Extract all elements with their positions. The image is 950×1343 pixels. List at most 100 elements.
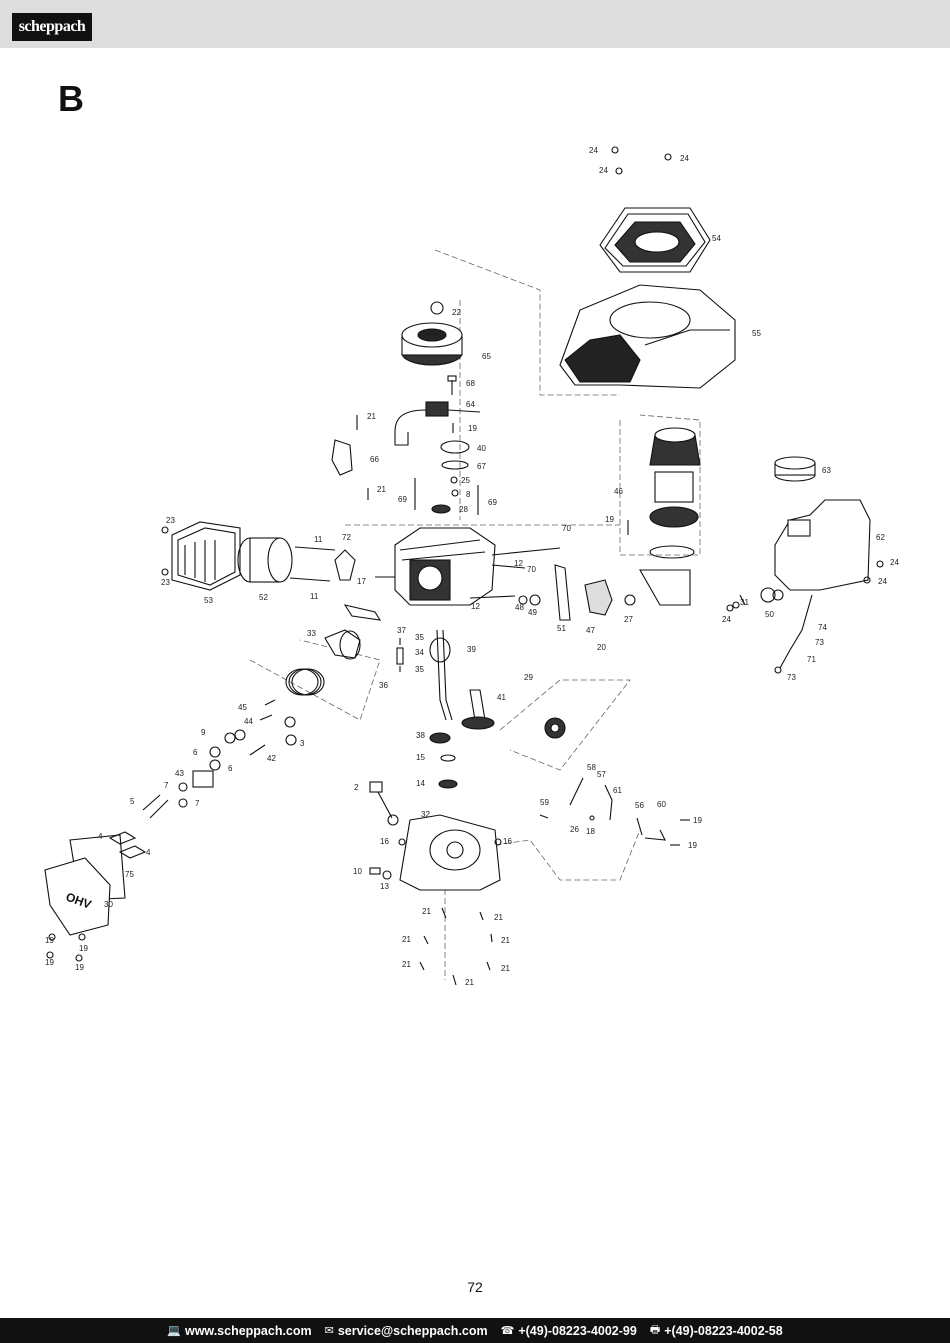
part-number-label: 16	[380, 837, 389, 846]
part-number-label: 31	[740, 598, 749, 607]
crankcase-cover	[399, 814, 501, 891]
part-number-label: 21	[501, 936, 510, 945]
part-number-label: 38	[416, 731, 425, 740]
part-number-label: 63	[822, 466, 831, 475]
footer-fax: 🖶 +(49)-08223-4002-58	[650, 1321, 783, 1340]
part-number-label: 21	[422, 907, 431, 916]
part-number-label: 26	[570, 825, 579, 834]
part-number-label: 66	[370, 455, 379, 464]
recoil-starter	[599, 207, 711, 273]
part-number-label: 50	[765, 610, 774, 619]
air-filter	[649, 427, 701, 559]
part-number-label: 24	[589, 146, 598, 155]
part-number-label: 52	[259, 593, 268, 602]
part-number-label: 35	[415, 633, 424, 642]
part-number-label: 24	[878, 577, 887, 586]
part-number-label: 14	[416, 779, 425, 788]
part-number-label: 10	[353, 867, 362, 876]
valve-cover: OHV	[44, 857, 111, 936]
part-number-label: 36	[379, 681, 388, 690]
part-number-label: 71	[807, 655, 816, 664]
part-number-label: 19	[693, 816, 702, 825]
part-number-label: 11	[310, 592, 319, 601]
part-number-label: 60	[657, 800, 666, 809]
part-number-label: 19	[688, 841, 697, 850]
part-number-label: 48	[515, 603, 524, 612]
phone-text: +(49)-08223-4002-99	[518, 1323, 637, 1338]
part-number-label: 46	[614, 487, 623, 496]
part-number-label: 73	[815, 638, 824, 647]
part-number-label: 7	[195, 799, 200, 808]
part-number-label: 24	[722, 615, 731, 624]
part-number-label: 34	[415, 648, 424, 657]
nut-24	[664, 153, 672, 161]
part-number-label: 19	[45, 936, 54, 945]
part-number-label: 74	[818, 623, 827, 632]
part-number-label: 56	[635, 801, 644, 810]
part-number-label: 20	[597, 643, 606, 652]
part-number-label: 35	[415, 665, 424, 674]
part-number-label: 49	[528, 608, 537, 617]
footer-website[interactable]: 💻 www.scheppach.com	[167, 1324, 311, 1338]
part-number-label: 53	[204, 596, 213, 605]
part-number-label: 69	[398, 495, 407, 504]
computer-icon: 💻	[167, 1324, 181, 1337]
part-number-label: 6	[228, 764, 233, 773]
fuel-tank	[774, 499, 871, 591]
part-number-label: 4	[98, 832, 103, 841]
part-number-label: 65	[482, 352, 491, 361]
part-number-label: 24	[680, 154, 689, 163]
flywheel	[401, 322, 463, 366]
part-number-label: 3	[300, 739, 305, 748]
email-text: service@scheppach.com	[337, 1323, 488, 1338]
part-number-label: 69	[488, 498, 497, 507]
part-number-label: 21	[465, 978, 474, 987]
part-number-label: 42	[267, 754, 276, 763]
part-number-label: 64	[466, 400, 475, 409]
part-number-label: 5	[130, 797, 135, 806]
part-number-label: 39	[467, 645, 476, 654]
part-number-label: 21	[402, 960, 411, 969]
footer-email[interactable]: ✉ service@scheppach.com	[325, 1324, 488, 1338]
part-number-label: 11	[314, 535, 323, 544]
part-number-label: 2	[354, 783, 359, 792]
part-number-label: 37	[397, 626, 406, 635]
part-number-label: 23	[161, 578, 170, 587]
part-number-label: 21	[377, 485, 386, 494]
scheppach-logo: scheppach	[12, 13, 92, 41]
footer-phone: ☎ +(49)-08223-4002-99	[501, 1324, 637, 1338]
part-number-label: 30	[104, 900, 113, 909]
part-number-label: 58	[587, 763, 596, 772]
part-number-label: 47	[586, 626, 595, 635]
part-number-label: 68	[466, 379, 475, 388]
fuel-cap	[774, 456, 816, 482]
part-number-label: 29	[524, 673, 533, 682]
part-number-label: 6	[193, 748, 198, 757]
crankshaft	[429, 629, 453, 721]
part-number-label: 17	[357, 577, 366, 586]
part-number-label: 72	[342, 533, 351, 542]
part-number-label: 33	[307, 629, 316, 638]
section-letter: B	[58, 78, 84, 119]
part-number-label: 57	[597, 770, 606, 779]
part-number-label: 32	[421, 810, 430, 819]
part-number-label: 70	[527, 565, 536, 574]
part-number-label: 7	[164, 781, 169, 790]
part-number-label: 21	[494, 913, 503, 922]
part-number-label: 23	[166, 516, 175, 525]
muffler	[237, 537, 293, 583]
part-number-label: 70	[562, 524, 571, 533]
phone-icon: ☎	[500, 1324, 515, 1337]
part-number-label: 67	[477, 462, 486, 471]
ignition-coil	[394, 401, 481, 446]
part-number-label: 21	[402, 935, 411, 944]
part-number-label: 62	[876, 533, 885, 542]
part-number-label: 40	[477, 444, 486, 453]
part-number-label: 24	[890, 558, 899, 567]
part-number-label: 41	[497, 693, 506, 702]
page-number: 72	[467, 1279, 483, 1295]
part-number-label: 51	[557, 624, 566, 633]
nut-24	[611, 146, 619, 154]
part-number-label: 59	[540, 798, 549, 807]
page-header: scheppach	[0, 0, 950, 48]
